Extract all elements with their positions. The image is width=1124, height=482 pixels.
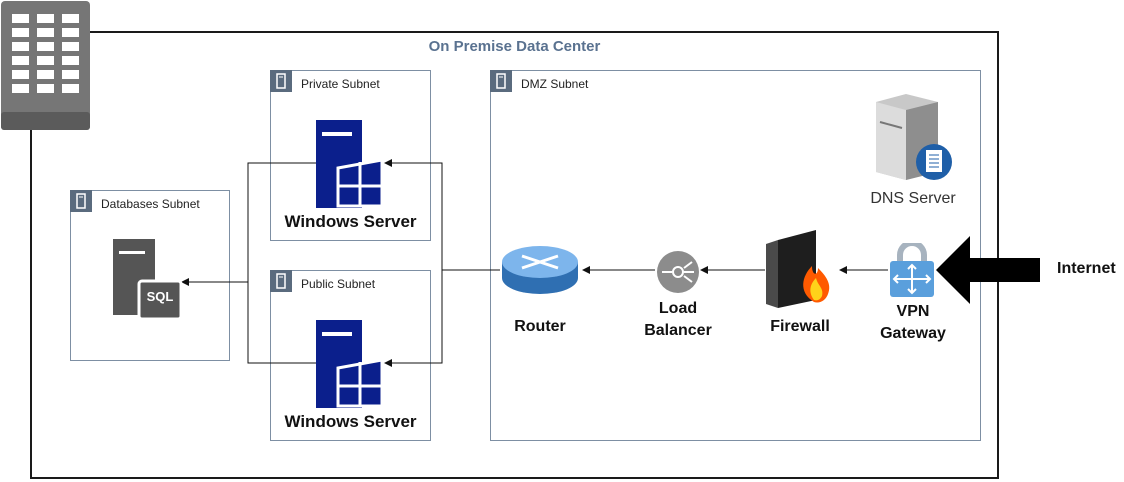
data-center-container [30,31,999,479]
private-subnet-glyph [276,73,286,89]
vpn-gateway-icon [890,243,934,297]
public-subnet-glyph [276,273,286,289]
databases-subnet [70,190,230,361]
internet-arrow [936,236,1040,304]
router-label: Router [514,318,566,335]
router-to-public-server-link [384,270,443,367]
router-icon [502,246,578,294]
dmz-subnet-label: DMZ Subnet [521,77,589,91]
public-subnet-label: Public Subnet [301,277,376,291]
vpn-gateway-label-line2: Gateway [880,325,946,342]
data-center-title: On Premise Data Center [428,38,601,55]
windows-server-public-label: Windows Server [284,412,417,431]
internet-label: Internet [1057,260,1116,277]
windows-server-private-label: Windows Server [284,212,417,231]
sql-server-icon [113,239,183,321]
load-balancer-icon [657,251,699,293]
load-balancer-label-line2: Balancer [644,322,712,339]
servers-bus-link [247,162,318,364]
firewall-label: Firewall [770,318,830,335]
private-subnet-label: Private Subnet [301,77,380,91]
data-center-icon [1,1,90,130]
databases-subnet-icon [70,190,92,212]
router-to-private-server-link [384,159,500,271]
load-balancer-label-line1: Load [658,300,698,317]
public-subnet-icon [270,270,292,292]
sql-badge: SQL [146,289,174,304]
dmz-subnet-glyph [496,73,506,89]
vpn-gateway-label-line1: VPN [896,303,930,320]
databases-subnet-glyph [76,193,86,209]
dmz-subnet-icon [490,70,512,92]
firewall-icon [766,230,830,308]
databases-subnet-label: Databases Subnet [101,197,200,211]
windows-server-public-icon [316,320,384,408]
private-subnet [270,70,431,241]
dns-server-label: DNS Server [870,190,956,207]
dns-server-icon [876,94,952,180]
dmz-subnet [490,70,981,441]
public-subnet [270,270,431,441]
private-subnet-icon [270,70,292,92]
windows-server-private-icon [316,120,384,208]
